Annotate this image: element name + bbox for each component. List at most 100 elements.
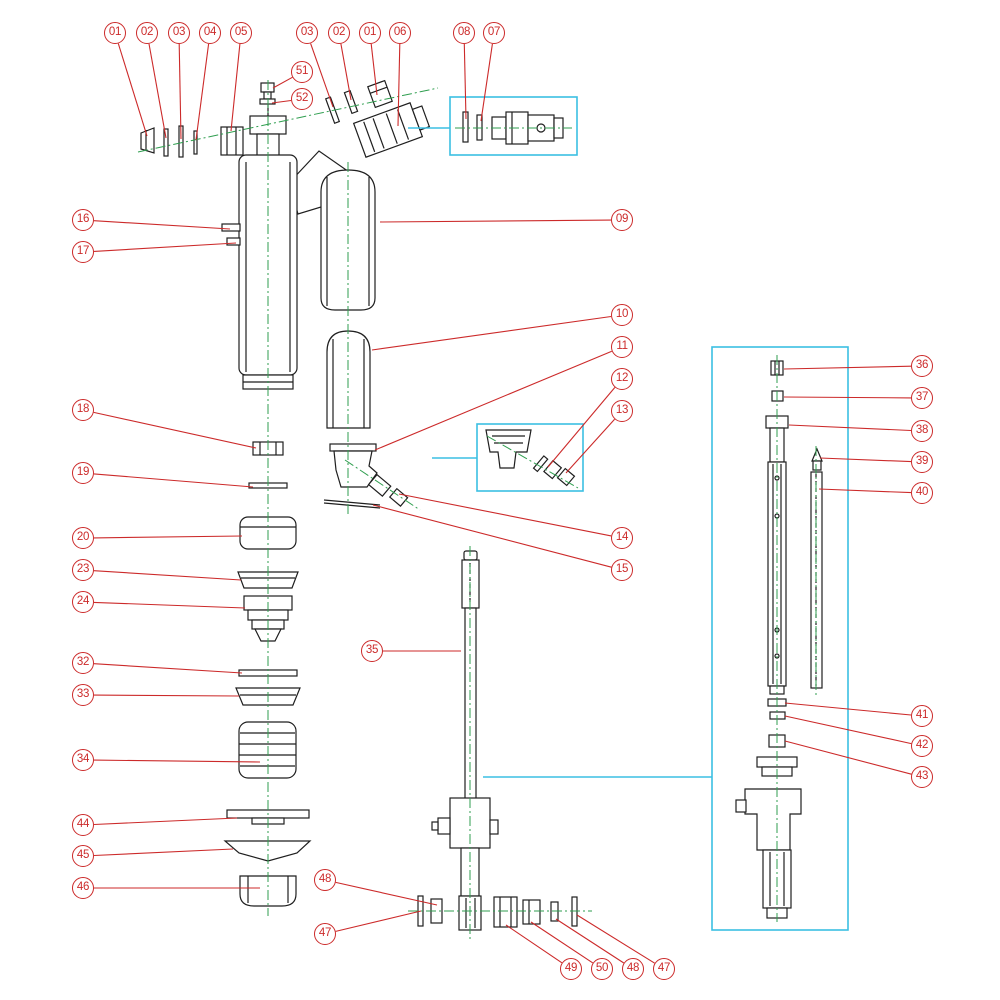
leader-line-15 bbox=[372, 504, 612, 568]
part-valve-cup-detail bbox=[485, 429, 576, 487]
leader-line-43 bbox=[784, 740, 912, 775]
part-compression-valve-body bbox=[323, 443, 409, 509]
callout-37: 37 bbox=[911, 387, 933, 409]
callout-03-mid: 03 bbox=[296, 22, 318, 44]
leader-line-01-left bbox=[117, 43, 148, 137]
leader-line-17 bbox=[93, 242, 237, 252]
leader-line-44 bbox=[93, 817, 238, 826]
leader-line-23 bbox=[93, 570, 242, 581]
part-main-body bbox=[221, 154, 298, 390]
leader-line-03-left bbox=[178, 43, 182, 140]
detail-boxes bbox=[408, 96, 849, 931]
leader-line-05-left bbox=[230, 43, 241, 132]
leader-line-52 bbox=[271, 99, 292, 104]
leader-line-49 bbox=[505, 924, 563, 964]
callout-02-mid: 02 bbox=[328, 22, 350, 44]
callout-48-left: 48 bbox=[314, 869, 336, 891]
part-adjuster-cap bbox=[367, 79, 393, 109]
part-spring-guide bbox=[223, 840, 312, 862]
callout-38: 38 bbox=[911, 420, 933, 442]
callout-48-right: 48 bbox=[622, 958, 644, 980]
leader-line-32 bbox=[93, 663, 243, 674]
leader-line-01-mid bbox=[370, 43, 378, 96]
leader-line-40 bbox=[818, 488, 912, 494]
part-rod-detail-assembly bbox=[735, 360, 823, 919]
leader-line-12 bbox=[547, 387, 616, 468]
leader-line-08 bbox=[463, 43, 467, 120]
leader-line-41 bbox=[784, 702, 912, 716]
callout-10: 10 bbox=[611, 304, 633, 326]
callout-08: 08 bbox=[453, 22, 475, 44]
leader-line-09 bbox=[379, 219, 612, 223]
callout-14: 14 bbox=[611, 527, 633, 549]
callout-50: 50 bbox=[591, 958, 613, 980]
callout-20: 20 bbox=[72, 527, 94, 549]
part-adjuster-washer-outer bbox=[343, 89, 359, 115]
parts-linework bbox=[140, 79, 823, 931]
leader-line-11 bbox=[374, 350, 613, 451]
leader-line-02-mid bbox=[340, 43, 352, 101]
callout-15: 15 bbox=[611, 559, 633, 581]
callout-32: 32 bbox=[72, 652, 94, 674]
callout-51: 51 bbox=[291, 61, 313, 83]
callout-43: 43 bbox=[911, 766, 933, 788]
callout-42: 42 bbox=[911, 735, 933, 757]
callout-05-left: 05 bbox=[230, 22, 252, 44]
leader-line-07 bbox=[480, 43, 493, 122]
callout-16: 16 bbox=[72, 209, 94, 231]
callout-47-right: 47 bbox=[653, 958, 675, 980]
leader-line-18 bbox=[93, 411, 257, 449]
callout-07: 07 bbox=[483, 22, 505, 44]
callout-13: 13 bbox=[611, 400, 633, 422]
callout-18: 18 bbox=[72, 399, 94, 421]
leader-line-33 bbox=[93, 694, 240, 697]
callout-45: 45 bbox=[72, 845, 94, 867]
callout-12: 12 bbox=[611, 368, 633, 390]
callout-52: 52 bbox=[291, 88, 313, 110]
callout-23: 23 bbox=[72, 559, 94, 581]
leader-line-37 bbox=[783, 396, 912, 399]
callout-19: 19 bbox=[72, 462, 94, 484]
leader-line-06 bbox=[397, 43, 401, 127]
leader-line-14 bbox=[398, 493, 612, 537]
callout-34: 34 bbox=[72, 749, 94, 771]
leader-line-24 bbox=[93, 601, 246, 609]
callout-24: 24 bbox=[72, 591, 94, 613]
leader-line-51 bbox=[272, 76, 293, 89]
detail-box-rod-assembly bbox=[711, 346, 849, 931]
leader-line-20 bbox=[93, 535, 243, 539]
callout-46: 46 bbox=[72, 877, 94, 899]
callout-35: 35 bbox=[361, 640, 383, 662]
callout-36: 36 bbox=[911, 355, 933, 377]
leader-line-34 bbox=[93, 759, 261, 763]
leader-line-19 bbox=[93, 473, 254, 488]
leader-line-16 bbox=[93, 220, 231, 230]
callout-04-left: 04 bbox=[199, 22, 221, 44]
leader-line-36 bbox=[783, 365, 912, 370]
detail-box-reservoir-cap bbox=[449, 96, 578, 156]
leader-line-48-right bbox=[555, 918, 625, 964]
callout-33: 33 bbox=[72, 684, 94, 706]
callout-11: 11 bbox=[611, 336, 633, 358]
callout-49: 49 bbox=[560, 958, 582, 980]
leader-line-10 bbox=[371, 315, 612, 351]
part-damper-rod bbox=[431, 550, 499, 931]
part-compression-adjuster bbox=[352, 102, 431, 158]
leader-line-38 bbox=[788, 424, 912, 432]
callout-39: 39 bbox=[911, 451, 933, 473]
callout-44: 44 bbox=[72, 814, 94, 836]
callout-06: 06 bbox=[389, 22, 411, 44]
part-shaft-end-hardware-left bbox=[140, 125, 244, 158]
leader-line-39 bbox=[819, 457, 912, 463]
callout-47-left: 47 bbox=[314, 923, 336, 945]
leader-line-02-left bbox=[148, 43, 167, 139]
centerlines bbox=[137, 80, 817, 940]
leader-line-45 bbox=[93, 848, 234, 857]
callout-02-left: 02 bbox=[136, 22, 158, 44]
callout-17: 17 bbox=[72, 241, 94, 263]
callout-09: 09 bbox=[611, 209, 633, 231]
leader-line-42 bbox=[784, 715, 912, 745]
leader-line-48-left bbox=[335, 881, 438, 906]
